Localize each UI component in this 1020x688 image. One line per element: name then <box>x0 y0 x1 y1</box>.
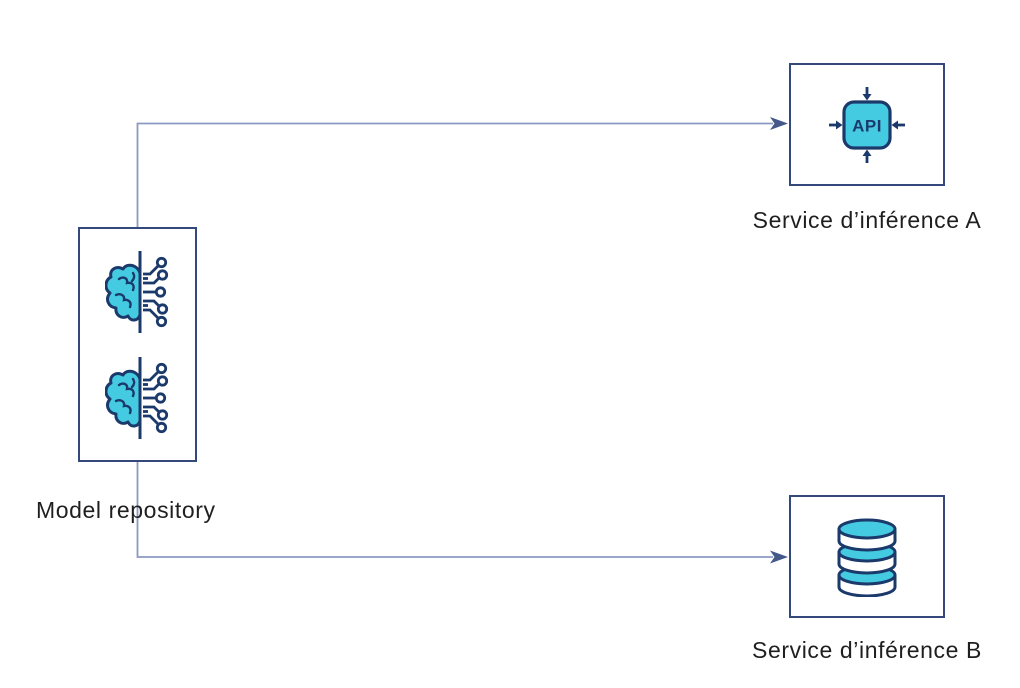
arrowhead-service-a <box>770 117 788 130</box>
service-a-label: Service d’inférence A <box>752 207 982 233</box>
database-icon <box>837 518 897 597</box>
node-model-repository <box>78 227 197 462</box>
brain-circuit-icon <box>104 356 168 439</box>
edge-repo-to-service-b <box>136 462 773 558</box>
model-repository-icons <box>104 249 171 441</box>
brain-circuit-icon <box>104 250 168 333</box>
arrowhead-service-b <box>770 550 788 564</box>
api-icon: API <box>829 86 905 163</box>
service-b-label: Service d’inférence B <box>752 637 982 663</box>
node-service-b <box>789 495 945 618</box>
model-repository-label: Model repository <box>36 497 216 523</box>
node-service-a: API <box>789 63 945 186</box>
edge-repo-to-service-a <box>136 122 773 227</box>
api-icon-text: API <box>852 116 882 135</box>
